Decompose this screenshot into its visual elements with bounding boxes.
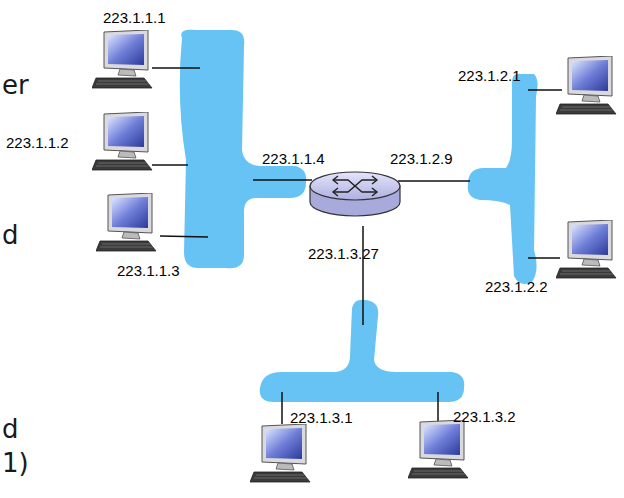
subnet-blob: [260, 300, 464, 402]
ip-address: 223.1.2.9: [390, 150, 453, 168]
slide-fragment: d: [2, 414, 19, 444]
ip-address: 223.1.1.3: [117, 262, 180, 280]
ip-address: 223.1.2.1: [458, 67, 521, 85]
slide-fragment: er: [2, 70, 29, 100]
subnet-blob: [180, 30, 307, 269]
ip-address: 223.1.3.2: [453, 408, 516, 426]
host-computer: [92, 30, 616, 482]
ip-address: 223.1.3.27: [308, 245, 379, 263]
subnet-blob: [468, 74, 538, 284]
ip-address: 223.1.1.1: [103, 9, 166, 27]
router-symbol: [310, 172, 400, 216]
slide-fragment: d: [2, 220, 19, 250]
ip-address: 223.1.1.2: [6, 134, 69, 152]
ip-address: 223.1.2.2: [485, 278, 548, 296]
ip-address: 223.1.3.1: [290, 409, 353, 427]
wire: [152, 68, 562, 424]
ip-address: 223.1.1.4: [262, 150, 325, 168]
slide-fragment: 1): [2, 448, 29, 478]
